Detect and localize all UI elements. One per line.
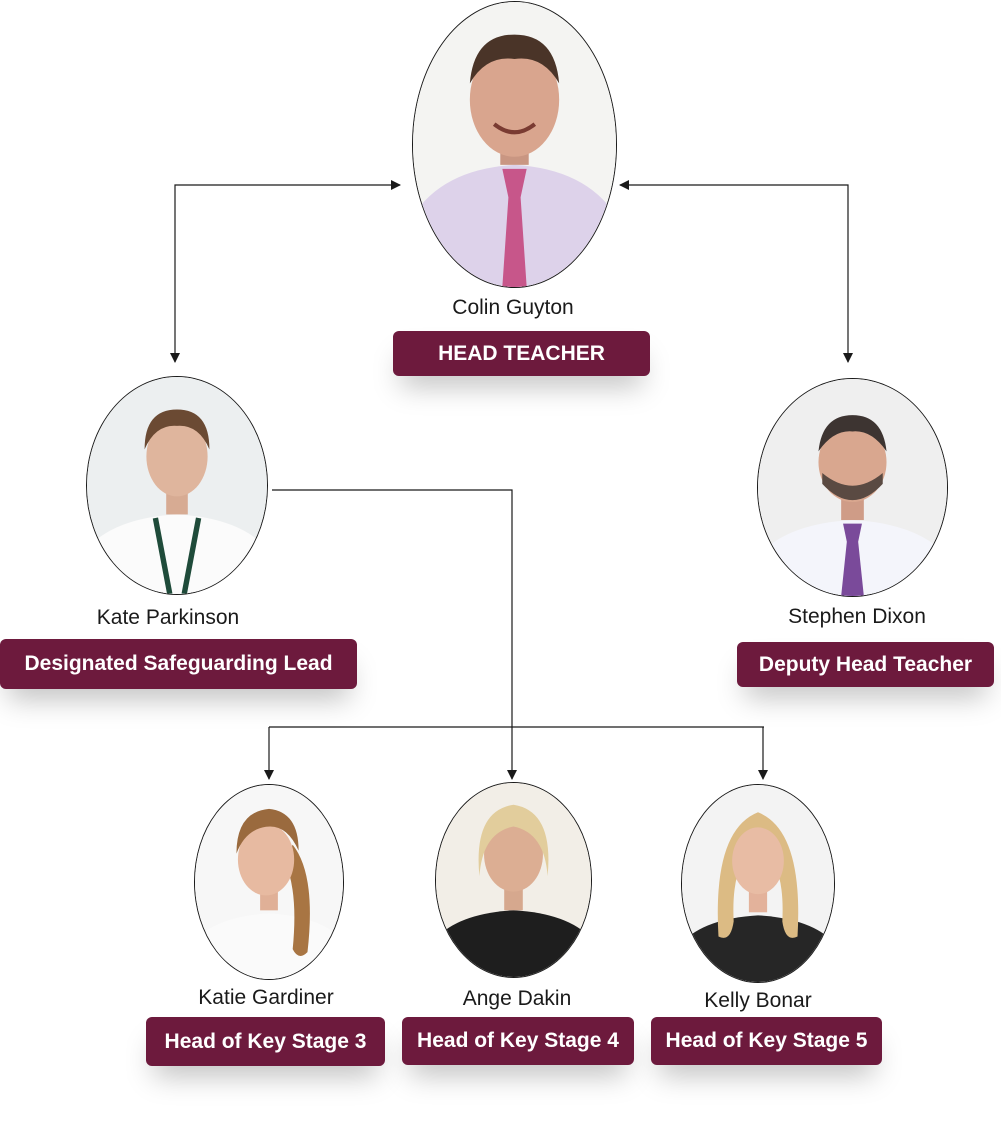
kelly-bonar-photo — [681, 784, 835, 983]
person-name: Ange Dakin — [462, 987, 572, 1010]
role-badge-head-teacher: HEAD TEACHER — [393, 331, 650, 376]
ange-dakin-photo — [435, 782, 592, 978]
role-badge-designated-safeguarding-lead: Designated Safeguarding Lead — [0, 639, 357, 689]
role-badge-deputy-head-teacher: Deputy Head Teacher — [737, 642, 994, 687]
kate-parkinson-photo — [86, 376, 268, 595]
person-name: Katie Gardiner — [198, 986, 334, 1009]
connector-dsl-to-ks4 — [272, 489, 517, 780]
person-name: Kelly Bonar — [704, 989, 812, 1012]
colin-guyton-photo — [412, 1, 617, 288]
stephen-dixon-photo — [757, 378, 948, 597]
person-name: Colin Guyton — [452, 296, 574, 319]
role-badge-head-of-key-stage-3: Head of Key Stage 3 — [146, 1017, 385, 1066]
person-name: Kate Parkinson — [96, 606, 240, 629]
person-name: Stephen Dixon — [788, 605, 926, 628]
katie-gardiner-photo — [194, 784, 344, 980]
role-badge-head-of-key-stage-5: Head of Key Stage 5 — [651, 1017, 882, 1065]
connector-head-to-deputy — [619, 180, 853, 363]
connector-head-to-dsl — [170, 180, 401, 363]
role-badge-head-of-key-stage-4: Head of Key Stage 4 — [402, 1017, 634, 1065]
